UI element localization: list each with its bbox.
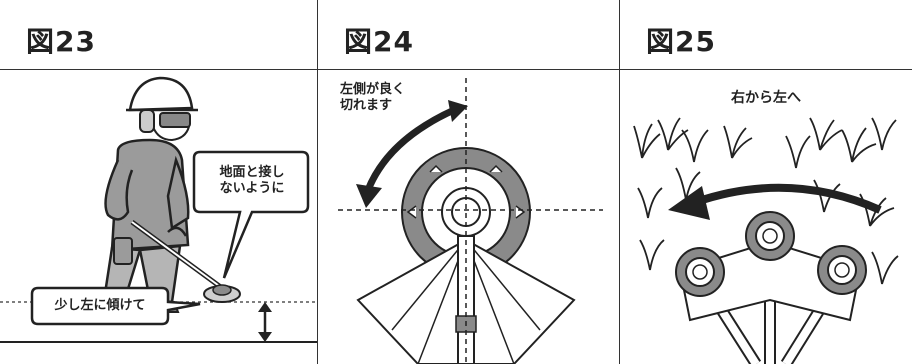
panel-title: 図25 (646, 25, 716, 58)
blade-diagram (338, 78, 603, 364)
double-arrow-icon (258, 302, 272, 342)
panel-title: 図24 (344, 25, 414, 58)
callout-direction-text: 右から左へ (731, 90, 801, 106)
title-divider (318, 69, 619, 70)
worker-illustration (0, 76, 317, 343)
callout-tilt-text: 少し左に傾けて (54, 298, 146, 313)
title-divider (0, 69, 317, 70)
title-divider (620, 69, 912, 70)
worker-figure (96, 76, 241, 313)
curved-arrow-icon (668, 183, 882, 220)
panel-fig24: 図24 (318, 0, 620, 364)
callout-tilt-bubble (30, 286, 201, 326)
callout-left-side-text: 左側が良く 切れます (340, 82, 432, 114)
callout-line: 左側が良く (340, 82, 406, 97)
callout-ground-text: 地面と接し ないように (200, 165, 304, 197)
callout-line: ないように (219, 181, 285, 196)
curved-arrow-icon (356, 100, 468, 208)
callout-ground-bubble (192, 150, 310, 279)
callout-line: 地面と接し (219, 165, 285, 180)
panel-title: 図23 (26, 25, 96, 58)
callout-line: 切れます (340, 98, 393, 113)
shaft (457, 235, 475, 364)
panel-fig23: 図23 (0, 0, 318, 364)
sweep-diagram (633, 117, 899, 364)
panel-fig25: 図25 (620, 0, 912, 364)
cutter-positions (675, 211, 867, 364)
